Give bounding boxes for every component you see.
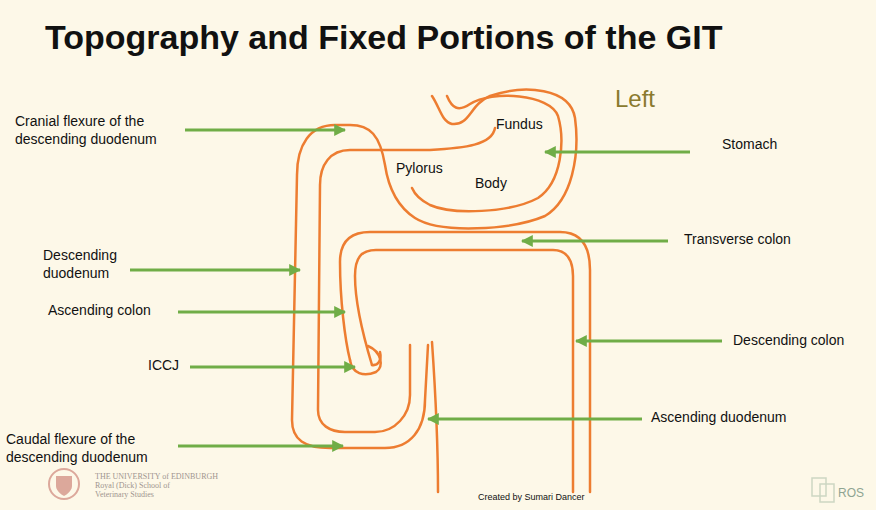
watermark-text: THE UNIVERSITY of EDINBURGH xyxy=(95,472,218,482)
part-label: Ascending colon xyxy=(48,302,151,320)
university-crest xyxy=(49,469,79,499)
iccj-hook xyxy=(350,346,381,374)
leader-arrow xyxy=(428,418,642,421)
leader-arrow xyxy=(545,151,690,154)
ileum-stub xyxy=(372,352,381,365)
part-label: Cranial flexure of the descending duoden… xyxy=(15,113,187,148)
part-label: Body xyxy=(475,175,507,193)
leader-arrow xyxy=(190,366,355,369)
leader-arrow xyxy=(130,269,300,272)
leader-arrow xyxy=(522,240,668,243)
ros-logo xyxy=(812,478,834,502)
part-label: ICCJ xyxy=(148,357,179,375)
gut-outline xyxy=(292,90,590,492)
colon-outer xyxy=(340,232,590,492)
slide-title: Topography and Fixed Portions of the GIT xyxy=(45,16,722,59)
part-label: Descending colon xyxy=(733,332,844,350)
part-label: Stomach xyxy=(722,136,777,154)
crest-shield xyxy=(56,476,72,496)
watermark-text: ROS xyxy=(838,486,864,501)
logo-shape xyxy=(820,484,834,502)
stomach-inner xyxy=(412,96,561,211)
leader-arrow xyxy=(576,340,722,343)
leader-arrows xyxy=(130,130,722,446)
credit-note: Created by Sumari Dancer xyxy=(478,492,585,503)
crest-ring xyxy=(49,469,79,499)
colon-inner xyxy=(355,250,573,492)
leader-arrow xyxy=(185,129,345,132)
part-label: Descending duodenum xyxy=(43,247,133,282)
part-label: Pylorus xyxy=(396,160,443,178)
part-label: Transverse colon xyxy=(684,231,791,249)
orientation-label: Left xyxy=(615,84,655,114)
part-label: Caudal flexure of the descending duodenu… xyxy=(6,431,174,466)
duodenum-inner xyxy=(318,128,495,432)
part-label: Fundus xyxy=(496,116,543,134)
part-label: Ascending duodenum xyxy=(651,409,786,427)
leader-arrow xyxy=(178,445,343,448)
leader-arrow xyxy=(178,311,345,314)
logo-shape xyxy=(812,478,826,496)
watermark-text: Veterinary Studies xyxy=(95,490,154,500)
watermark-text: Royal (Dick) School of xyxy=(95,481,170,491)
ascending-duodenum-wall xyxy=(432,342,438,492)
